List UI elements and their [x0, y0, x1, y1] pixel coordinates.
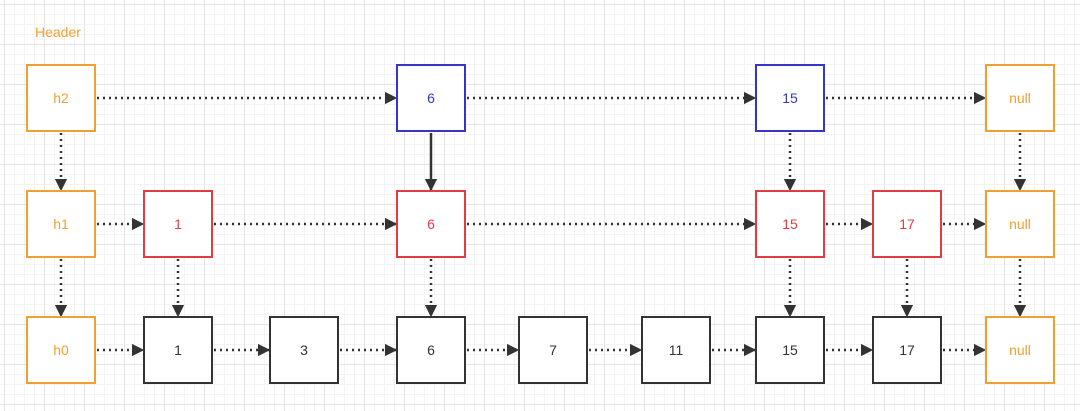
- node-h2-15: 15: [755, 64, 825, 132]
- header-node-h1: h1: [26, 190, 96, 258]
- node-label: null: [1009, 216, 1031, 232]
- null-node-h1: null: [985, 190, 1055, 258]
- node-label: h2: [53, 90, 69, 106]
- node-h0-1: 1: [143, 316, 213, 384]
- node-h1-17: 17: [872, 190, 942, 258]
- node-label: 15: [782, 90, 798, 106]
- node-box: [143, 190, 213, 258]
- node-label: null: [1009, 342, 1031, 358]
- node-box: [872, 316, 942, 384]
- node-box: [755, 64, 825, 132]
- node-label: 3: [300, 342, 308, 358]
- node-box: [755, 190, 825, 258]
- node-label: h0: [53, 342, 69, 358]
- node-label: 17: [899, 216, 915, 232]
- node-h0-17: 17: [872, 316, 942, 384]
- header-label: Header: [35, 24, 81, 40]
- nodes: h2 6 15 null h1 1 6 15 17 null h0 1 3 6 7 11 15 17 null: [26, 64, 1055, 384]
- node-label: 15: [782, 216, 798, 232]
- node-h2-6: 6: [396, 64, 466, 132]
- node-label: 1: [174, 342, 182, 358]
- header-node-h0: h0: [26, 316, 96, 384]
- node-box: [269, 316, 339, 384]
- node-h0-3: 3: [269, 316, 339, 384]
- node-label: 15: [782, 342, 798, 358]
- node-h1-6: 6: [396, 190, 466, 258]
- node-box: [985, 64, 1055, 132]
- node-box: [755, 316, 825, 384]
- node-box: [985, 190, 1055, 258]
- node-box: [872, 190, 942, 258]
- node-h0-11: 11: [641, 316, 711, 384]
- header-node-h2: h2: [26, 64, 96, 132]
- node-box: [26, 190, 96, 258]
- node-label: h1: [53, 216, 69, 232]
- node-label: 6: [427, 216, 435, 232]
- node-box: [26, 64, 96, 132]
- node-label: null: [1009, 90, 1031, 106]
- node-box: [396, 64, 466, 132]
- node-label: 1: [174, 216, 182, 232]
- node-h1-1: 1: [143, 190, 213, 258]
- node-h1-15: 15: [755, 190, 825, 258]
- node-box: [641, 316, 711, 384]
- node-label: 6: [427, 342, 435, 358]
- node-box: [26, 316, 96, 384]
- node-box: [518, 316, 588, 384]
- node-label: 17: [899, 342, 915, 358]
- node-h0-7: 7: [518, 316, 588, 384]
- node-label: 11: [669, 342, 684, 358]
- node-box: [396, 316, 466, 384]
- node-box: [985, 316, 1055, 384]
- node-label: 6: [427, 90, 435, 106]
- null-node-h2: null: [985, 64, 1055, 132]
- edges: [54, 91, 1027, 357]
- node-h0-6: 6: [396, 316, 466, 384]
- node-box: [396, 190, 466, 258]
- node-h0-15: 15: [755, 316, 825, 384]
- node-box: [143, 316, 213, 384]
- node-label: 7: [549, 342, 557, 358]
- null-node-h0: null: [985, 316, 1055, 384]
